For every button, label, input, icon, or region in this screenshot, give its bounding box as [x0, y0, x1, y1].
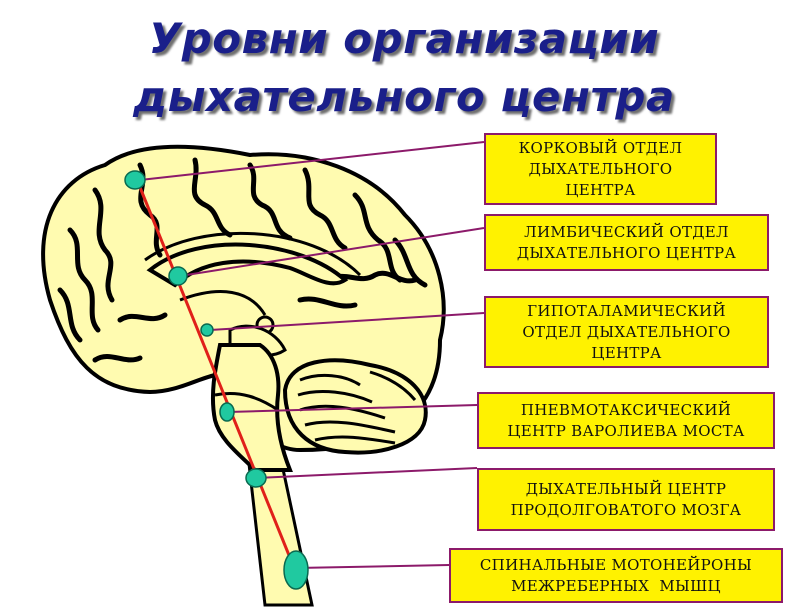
label-line: ПРОДОЛГОВАТОГО МОЗГА [510, 500, 742, 519]
marker-cortical [124, 170, 146, 190]
marker-limbic [168, 266, 188, 286]
corpus-callosum [146, 242, 349, 288]
marker-spinal [283, 550, 309, 590]
fornix [179, 290, 267, 316]
label-limbic-section: ЛИМБИЧЕСКИЙ ОТДЕЛ ДЫХАТЕЛЬНОГО ЦЕНТРА [484, 214, 769, 271]
label-line: ЦЕНТР ВАРОЛИЕВА МОСТА [507, 421, 745, 440]
callout-line-cortical [139, 141, 485, 181]
label-hypothalamic-section: ГИПОТАЛАМИЧЕСКИЙ ОТДЕЛ ДЫХАТЕЛЬНОГО ЦЕНТ… [484, 296, 769, 368]
label-line: ЛИМБИЧЕСКИЙ ОТДЕЛ [524, 222, 729, 241]
label-line: ЦЕНТРА [591, 343, 662, 362]
label-line: ЦЕНТРА [565, 180, 636, 199]
label-line: ДЫХАТЕЛЬНОГО [528, 159, 673, 178]
callout-line-pneumotaxic [227, 404, 478, 413]
label-spinal-motoneurons: СПИНАЛЬНЫЕ МОТОНЕЙРОНЫ МЕЖРЕБЕРНЫХ МЫШЦ [449, 548, 783, 603]
label-line: КОРКОВЫЙ ОТДЕЛ [518, 138, 683, 157]
marker-pneumotaxic [219, 402, 235, 422]
label-cortical-section: КОРКОВЫЙ ОТДЕЛ ДЫХАТЕЛЬНОГО ЦЕНТРА [484, 133, 717, 205]
label-line: ПНЕВМОТАКСИЧЕСКИЙ [520, 400, 732, 419]
center-axis-line [133, 174, 299, 576]
callout-lines [139, 141, 485, 569]
diagram-title: Уровни организации дыхательного центра [0, 10, 808, 126]
label-line: ГИПОТАЛАМИЧЕСКИЙ [527, 301, 726, 320]
callout-line-limbic [179, 227, 485, 277]
label-line: СПИНАЛЬНЫЕ МОТОНЕЙРОНЫ [479, 555, 753, 574]
brainstem [210, 343, 293, 472]
marker-hypothalamic [200, 323, 214, 337]
label-line: ДЫХАТЕЛЬНОГО ЦЕНТРА [516, 243, 737, 262]
label-medulla-center: ДЫХАТЕЛЬНЫЙ ЦЕНТР ПРОДОЛГОВАТОГО МОЗГА [477, 468, 775, 531]
label-line: МЕЖРЕБЕРНЫХ МЫШЦ [511, 576, 721, 595]
callout-line-hypothalamic [209, 312, 485, 331]
label-line: ОТДЕЛ ДЫХАТЕЛЬНОГО [522, 322, 731, 341]
title-line-2: дыхательного центра [133, 72, 675, 121]
title-line-1: Уровни организации [148, 14, 660, 63]
callout-line-spinal [295, 564, 450, 569]
cingulate-arch [144, 231, 362, 277]
marker-medulla [245, 468, 267, 488]
center-markers [124, 170, 309, 590]
label-pneumotaxic-center: ПНЕВМОТАКСИЧЕСКИЙ ЦЕНТР ВАРОЛИЕВА МОСТА [477, 392, 775, 449]
pons-contour [214, 391, 279, 412]
callout-line-medulla [255, 467, 478, 479]
cerebellum [282, 358, 428, 455]
label-line: ДЫХАТЕЛЬНЫЙ ЦЕНТР [525, 479, 727, 498]
